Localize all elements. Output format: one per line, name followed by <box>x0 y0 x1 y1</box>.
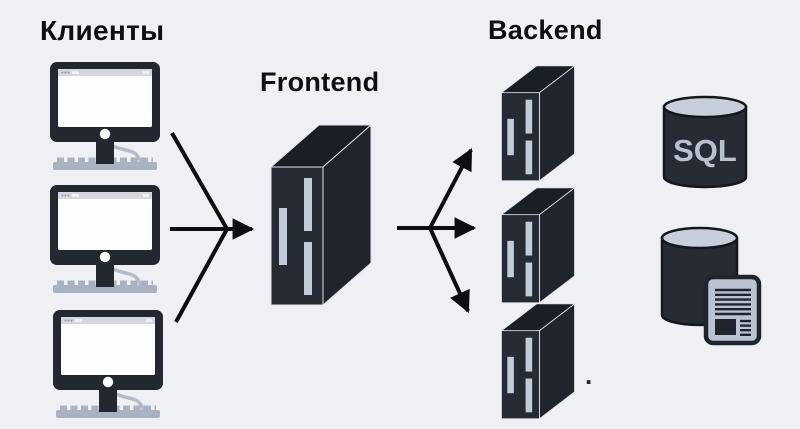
document-icon <box>703 274 762 346</box>
backend-server-icon <box>501 65 575 182</box>
client-monitor-icon <box>53 310 163 418</box>
frontend-title: Frontend <box>260 67 380 97</box>
backend-server-icon <box>501 303 575 420</box>
document-database-icon <box>660 226 762 346</box>
client-monitor-icon <box>50 62 160 170</box>
sql-database-icon: SQL <box>662 95 748 189</box>
edge-client3-frontend <box>174 228 229 323</box>
edge-frontend-backend1 <box>428 148 473 229</box>
client-monitor-icon <box>50 185 160 293</box>
backend-title: Backend <box>488 15 603 45</box>
sql-label: SQL <box>673 133 737 168</box>
stray-dot: . <box>585 360 593 390</box>
frontend-server-icon <box>270 124 372 306</box>
edge-frontend-backend3 <box>428 227 470 313</box>
backend-server-icon <box>501 187 575 304</box>
clients-title: Клиенты <box>40 15 165 46</box>
edge-client1-frontend <box>170 132 229 230</box>
